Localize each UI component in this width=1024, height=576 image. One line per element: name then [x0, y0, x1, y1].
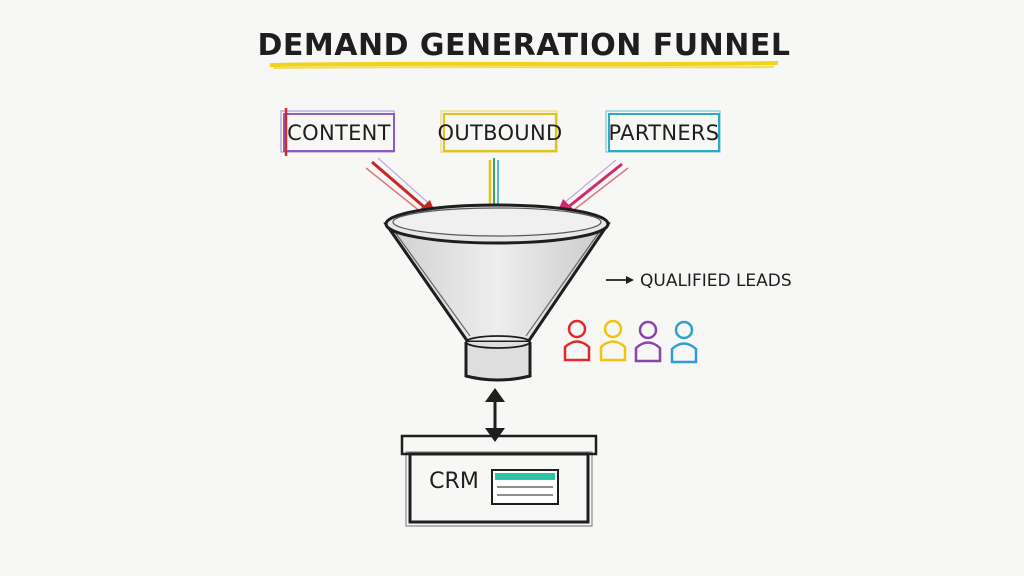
source-box-partners: PARTNERS: [605, 110, 721, 153]
diagram-title: DEMAND GENERATION FUNNEL: [258, 28, 791, 63]
source-box-outbound: OUTBOUND: [438, 110, 563, 153]
source-box-content: CONTENT: [280, 108, 395, 156]
source-label-partners: PARTNERS: [609, 121, 720, 145]
sync-double-arrow: [485, 388, 505, 442]
crm-box: CRM: [400, 434, 598, 527]
crm-screen-icon: [491, 469, 559, 505]
funnel: [383, 203, 611, 382]
lead-person-4: [670, 320, 698, 364]
lead-person-3: [634, 320, 662, 363]
title-underline: [269, 61, 779, 67]
source-label-content: CONTENT: [287, 121, 391, 145]
lead-person-2: [599, 319, 627, 362]
source-label-outbound: OUTBOUND: [438, 121, 563, 145]
lead-person-1: [563, 319, 591, 362]
title-underline-sketch: [273, 66, 775, 69]
qualified-leads-callout: QUALIFIED LEADS: [606, 271, 792, 291]
qualified-leads-label: QUALIFIED LEADS: [640, 271, 792, 291]
crm-label: CRM: [429, 469, 479, 494]
